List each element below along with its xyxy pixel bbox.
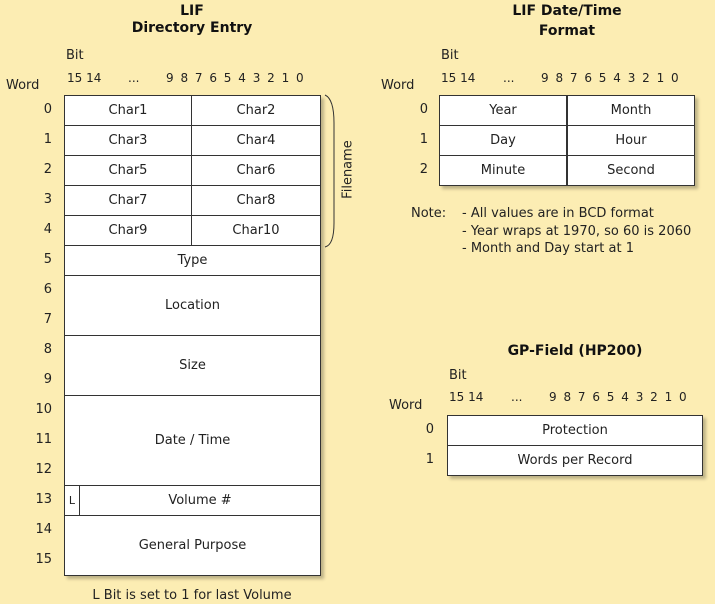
word-number: 1 <box>425 452 434 467</box>
word-number: 2 <box>43 162 52 177</box>
cell-datetime-field: Second <box>567 155 695 186</box>
word-number: 13 <box>35 492 52 507</box>
bits-ellipsis: ... <box>511 390 523 404</box>
word-number: 0 <box>425 422 434 437</box>
cell-char3: Char3 <box>64 125 192 156</box>
footer-note: L Bit is set to 1 for last Volume <box>92 588 292 603</box>
word-number: 5 <box>43 252 52 267</box>
word-number: 0 <box>43 102 52 117</box>
word-number: 15 <box>35 552 52 567</box>
cell-char9: Char9 <box>64 215 192 246</box>
bits-high: 15 14 <box>441 71 476 85</box>
word-label: Word <box>389 398 423 413</box>
cell-date-time: Date / Time <box>64 395 321 486</box>
title-format: Format <box>538 23 596 39</box>
bits-high: 15 14 <box>449 390 484 404</box>
bits-high: 15 14 <box>67 71 102 85</box>
title-gp-field: GP-Field (HP200) <box>507 343 643 359</box>
cell-datetime-field: Minute <box>439 155 567 186</box>
cell-size: Size <box>64 335 321 396</box>
word-number: 1 <box>419 132 428 147</box>
word-number: 8 <box>43 342 52 357</box>
note-line: - Year wraps at 1970, so 60 is 2060 <box>462 224 692 239</box>
cell-type: Type <box>64 245 321 276</box>
filename-label: Filename <box>340 140 356 199</box>
title-directory-entry: Directory Entry <box>131 20 253 36</box>
bit-label: Bit <box>449 368 467 383</box>
word-number: 3 <box>43 192 52 207</box>
word-number: 2 <box>419 162 428 177</box>
bits-ellipsis: ... <box>128 71 140 85</box>
note-line: - All values are in BCD format <box>462 206 654 221</box>
cell-datetime-field: Year <box>439 95 567 126</box>
title-lif-date-time: LIF Date/Time <box>512 3 622 19</box>
bits-low: 9 8 7 6 5 4 3 2 1 0 <box>166 71 305 85</box>
cell-char5: Char5 <box>64 155 192 186</box>
word-number: 12 <box>35 462 52 477</box>
word-number: 10 <box>35 402 52 417</box>
bits-low: 9 8 7 6 5 4 3 2 1 0 <box>541 71 680 85</box>
word-number: 11 <box>35 432 52 447</box>
cell-location: Location <box>64 275 321 336</box>
word-number: 4 <box>43 222 52 237</box>
filename-brace-icon <box>324 94 335 248</box>
word-number: 6 <box>43 282 52 297</box>
word-number: 14 <box>35 522 52 537</box>
title-lif: LIF <box>180 3 204 19</box>
word-number: 7 <box>43 312 52 327</box>
cell-words-per-record: Words per Record <box>447 445 703 476</box>
note-label: Note: <box>411 206 447 221</box>
word-number: 9 <box>43 372 52 387</box>
word-number: 1 <box>43 132 52 147</box>
cell-char1: Char1 <box>64 95 192 126</box>
cell-char4: Char4 <box>191 125 321 156</box>
word-number: 0 <box>419 102 428 117</box>
cell-char7: Char7 <box>64 185 192 216</box>
word-label: Word <box>381 78 415 93</box>
note-line: - Month and Day start at 1 <box>462 241 634 256</box>
bit-label: Bit <box>66 48 84 63</box>
cell-char8: Char8 <box>191 185 321 216</box>
cell-l-bit: L <box>64 485 80 516</box>
bits-low: 9 8 7 6 5 4 3 2 1 0 <box>549 390 688 404</box>
cell-datetime-field: Month <box>567 95 695 126</box>
cell-protection: Protection <box>447 415 703 446</box>
cell-datetime-field: Day <box>439 125 567 156</box>
cell-char2: Char2 <box>191 95 321 126</box>
cell-datetime-field: Hour <box>567 125 695 156</box>
bits-ellipsis: ... <box>503 71 515 85</box>
cell-general-purpose: General Purpose <box>64 515 321 576</box>
bit-label: Bit <box>441 48 459 63</box>
cell-char10: Char10 <box>191 215 321 246</box>
word-label: Word <box>6 78 40 93</box>
cell-char6: Char6 <box>191 155 321 186</box>
cell-volume: Volume # <box>79 485 321 516</box>
